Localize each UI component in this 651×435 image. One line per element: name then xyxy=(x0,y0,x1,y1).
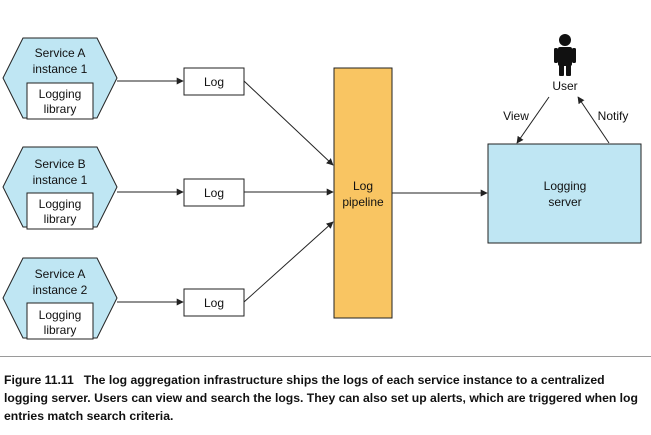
logging-server-box xyxy=(487,143,642,244)
log-node: Log xyxy=(183,288,245,317)
logging-library-line-1: Logging xyxy=(39,197,82,211)
view-arrow xyxy=(516,96,550,144)
logging-library-line-1: Logging xyxy=(39,87,82,101)
service-name-line-1: Service A xyxy=(35,267,86,281)
service-node: Service A instance 2 Logging library xyxy=(2,257,118,340)
log-box xyxy=(183,288,245,317)
logging-library-line-2: library xyxy=(44,323,77,337)
logging-library-box xyxy=(26,192,94,230)
service-node: Service A instance 1 Logging library xyxy=(2,37,118,120)
figure-caption-text: The log aggregation infrastructure ships… xyxy=(4,373,638,423)
logging-server-line-1: Logging xyxy=(544,179,587,193)
user-node: User xyxy=(552,34,578,93)
log-label: Log xyxy=(204,75,224,89)
log-to-pipeline-arrow xyxy=(243,221,334,303)
caption-divider xyxy=(0,356,651,357)
user-label: User xyxy=(552,79,577,93)
person-icon xyxy=(554,34,576,76)
service-name-line-2: instance 2 xyxy=(33,283,88,297)
log-to-pipeline-arrow xyxy=(243,80,334,166)
service-node: Service B instance 1 Logging library xyxy=(2,146,118,230)
log-label: Log xyxy=(204,186,224,200)
service-name-line-1: Service B xyxy=(34,157,85,171)
log-label: Log xyxy=(204,296,224,310)
figure-label: Figure 11.11 xyxy=(4,373,74,387)
log-pipeline: Log pipeline xyxy=(333,67,393,319)
logging-library-box xyxy=(26,82,94,120)
logging-server: Logging server xyxy=(487,143,642,244)
log-pipeline-box xyxy=(333,67,393,319)
service-name-line-1: Service A xyxy=(35,46,86,60)
logging-library-line-2: library xyxy=(44,212,77,226)
view-label: View xyxy=(503,109,529,123)
logging-library-box xyxy=(26,302,94,340)
logging-server-line-2: server xyxy=(548,195,581,209)
log-aggregation-diagram: Service A instance 1 Logging library Ser… xyxy=(2,34,642,340)
logging-library-line-1: Logging xyxy=(39,308,82,322)
notify-label: Notify xyxy=(598,109,629,123)
logging-library-line-2: library xyxy=(44,102,77,116)
log-pipeline-line-2: pipeline xyxy=(342,195,384,209)
log-pipeline-line-1: Log xyxy=(353,179,373,193)
service-name-line-2: instance 1 xyxy=(33,173,88,187)
log-node: Log xyxy=(183,67,245,96)
notify-arrow xyxy=(577,96,610,144)
service-name-line-2: instance 1 xyxy=(33,62,88,76)
log-node: Log xyxy=(183,178,245,207)
